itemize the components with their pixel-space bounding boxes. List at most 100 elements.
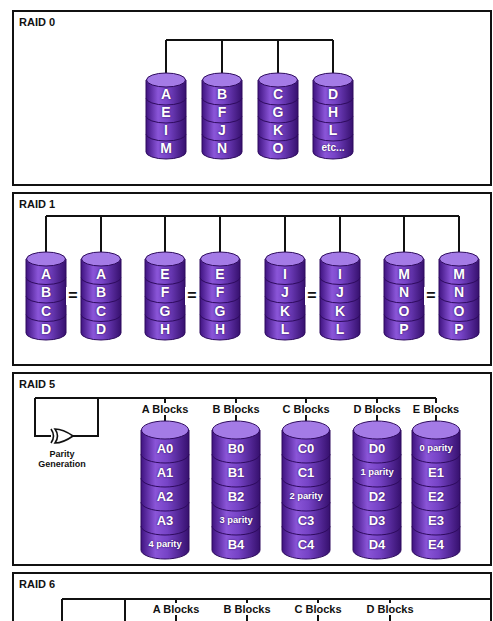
disk-block: C0 (282, 442, 330, 455)
disk-top (283, 421, 330, 439)
disk-block: B (81, 285, 121, 299)
disk-block: C4 (282, 538, 330, 551)
disk-block: A (146, 87, 186, 101)
block-label: C Blocks (280, 403, 331, 415)
disk-block: M (384, 267, 424, 281)
disk-stack: ABCD (81, 251, 121, 342)
raid-panel: RAID 0AEIMBFJNCGKODHLetc... (12, 10, 492, 186)
disk-top (259, 73, 298, 87)
disk-block: C (26, 304, 66, 318)
disk-block: P (439, 322, 479, 336)
bus-line (62, 599, 490, 621)
disk-block: E2 (412, 490, 460, 503)
disk-block: O (384, 304, 424, 318)
disk-block: N (384, 285, 424, 299)
disk-block: B4 (212, 538, 260, 551)
block-label: C Blocks (292, 603, 343, 615)
disk-top (354, 421, 401, 439)
disk-block: L (313, 123, 353, 137)
disk-stack: CGKO (258, 72, 298, 161)
disk-top (82, 252, 121, 266)
disk-block: C (81, 304, 121, 318)
disk-top (413, 421, 460, 439)
parity-generation-label: Parity Generation (28, 450, 96, 470)
block-label: A Blocks (151, 603, 202, 615)
disk-block: D3 (353, 514, 401, 527)
disk-top (27, 252, 66, 266)
mirror-equals: = (305, 287, 318, 305)
disk-block: H (200, 322, 240, 336)
disk-stack: EFGH (200, 251, 240, 342)
disk-block: I (320, 267, 360, 281)
disk-block: A1 (141, 466, 189, 479)
disk-top (201, 252, 240, 266)
disk-block: D2 (353, 490, 401, 503)
disk-block: B0 (212, 442, 260, 455)
disk-block: M (439, 267, 479, 281)
disk-block: M (146, 141, 186, 155)
disk-top (314, 73, 353, 87)
bus-line (46, 216, 459, 252)
disk-stack: MNOP (384, 251, 424, 342)
block-label: A Blocks (140, 403, 191, 415)
disk-block: G (258, 105, 298, 119)
disk-block: H (313, 105, 353, 119)
disk-block: G (200, 304, 240, 318)
disk-block: I (265, 267, 305, 281)
disk-stack: IJKL (320, 251, 360, 342)
mirror-equals: = (185, 287, 198, 305)
disk-block: N (439, 285, 479, 299)
block-label: B Blocks (210, 403, 261, 415)
disk-top (385, 252, 424, 266)
disk-block: D (81, 322, 121, 336)
disk-block: K (320, 304, 360, 318)
disk-stack: AEIM (146, 72, 186, 161)
disk-block: J (202, 123, 242, 137)
disk-stack: B0B1B23 parityB4 (212, 420, 260, 561)
disk-block: L (265, 322, 305, 336)
mirror-equals: = (66, 287, 79, 305)
disk-stack: EFGH (145, 251, 185, 342)
disk-block: J (320, 285, 360, 299)
disk-block: K (258, 123, 298, 137)
raid-title: RAID 6 (19, 578, 55, 590)
disk-block: C1 (282, 466, 330, 479)
disk-block: B (26, 285, 66, 299)
disk-stack: A0A1A2A34 parity (141, 420, 189, 561)
disk-block: E3 (412, 514, 460, 527)
disk-block: 4 parity (141, 540, 189, 549)
disk-block: 3 parity (212, 516, 260, 525)
disk-block: E1 (412, 466, 460, 479)
block-label: B Blocks (221, 603, 272, 615)
disk-stack: BFJN (202, 72, 242, 161)
disk-block: 1 parity (353, 468, 401, 477)
block-label: D Blocks (364, 603, 415, 615)
disk-top (266, 252, 305, 266)
disk-block: K (265, 304, 305, 318)
disk-top (146, 252, 185, 266)
disk-block: D0 (353, 442, 401, 455)
disk-block: D (26, 322, 66, 336)
disk-stack: IJKL (265, 251, 305, 342)
disk-block: C3 (282, 514, 330, 527)
disk-stack: DHLetc... (313, 72, 353, 161)
disk-top (321, 252, 360, 266)
disk-block: A (81, 267, 121, 281)
disk-block: O (258, 141, 298, 155)
disk-block: A0 (141, 442, 189, 455)
disk-block: E (146, 105, 186, 119)
disk-stack: D0 1 parityD2D3D4 (353, 420, 401, 561)
disk-block: G (145, 304, 185, 318)
disk-block: A3 (141, 514, 189, 527)
disk-block: D4 (353, 538, 401, 551)
disk-stack: 0 parityE1E2E3E4 (412, 420, 460, 561)
disk-block: J (265, 285, 305, 299)
raid-title: RAID 1 (19, 198, 55, 210)
disk-block: E (200, 267, 240, 281)
parity-loop (35, 398, 98, 436)
raid-panel: RAID 1ABCDABCDEFGHEFGHIJKLIJKLMNOPMNOP (12, 192, 492, 366)
disk-top (147, 73, 186, 87)
disk-block: 2 parity (282, 492, 330, 501)
disk-block: P (384, 322, 424, 336)
